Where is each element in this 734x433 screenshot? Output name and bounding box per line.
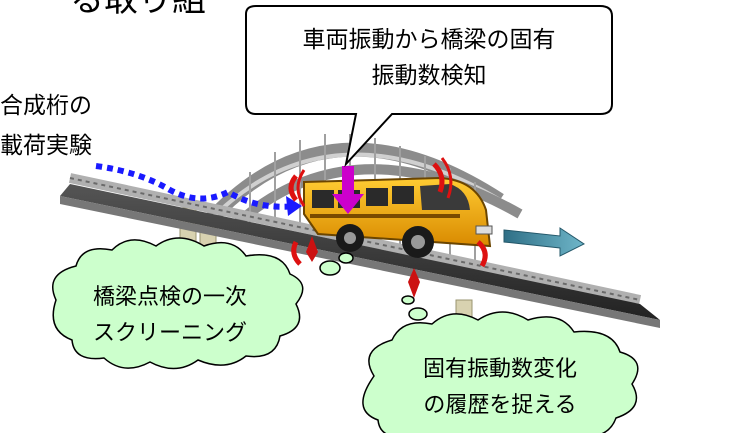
top-heading-fragment: る取り組 (70, 0, 206, 20)
cloud-left (52, 237, 354, 370)
cloud-left-line-2: スクリーニング (92, 321, 247, 346)
callout-line-2: 振動数検知 (371, 63, 487, 89)
cloud-left-line-1: 橋梁点検の一次 (92, 285, 247, 310)
cloud-right (362, 295, 639, 433)
cloud-left-text: 橋梁点検の一次 スクリーニング (60, 280, 280, 352)
cloud-right-text: 固有振動数変化 の履歴を捉える (380, 352, 620, 424)
dotted-arrow-head (286, 196, 302, 216)
vibration-diamond-icon (306, 236, 420, 298)
left-note-line-1: 合成桁の (0, 93, 92, 119)
callout-bubble (245, 5, 613, 168)
motion-arrow-icon (503, 227, 585, 257)
left-note: 合成桁の 載荷実験 (0, 86, 92, 166)
cloud-right-line-2: の履歴を捉える (423, 393, 577, 418)
cloud-right-line-1: 固有振動数変化 (422, 357, 577, 382)
vibration-mark-icon (288, 157, 488, 268)
left-note-line-2: 載荷実験 (0, 133, 92, 159)
callout-text: 車両振動から橋梁の固有 振動数検知 (240, 22, 618, 94)
down-arrow-icon (332, 166, 364, 214)
callout-line-1: 車両振動から橋梁の固有 (302, 27, 556, 53)
